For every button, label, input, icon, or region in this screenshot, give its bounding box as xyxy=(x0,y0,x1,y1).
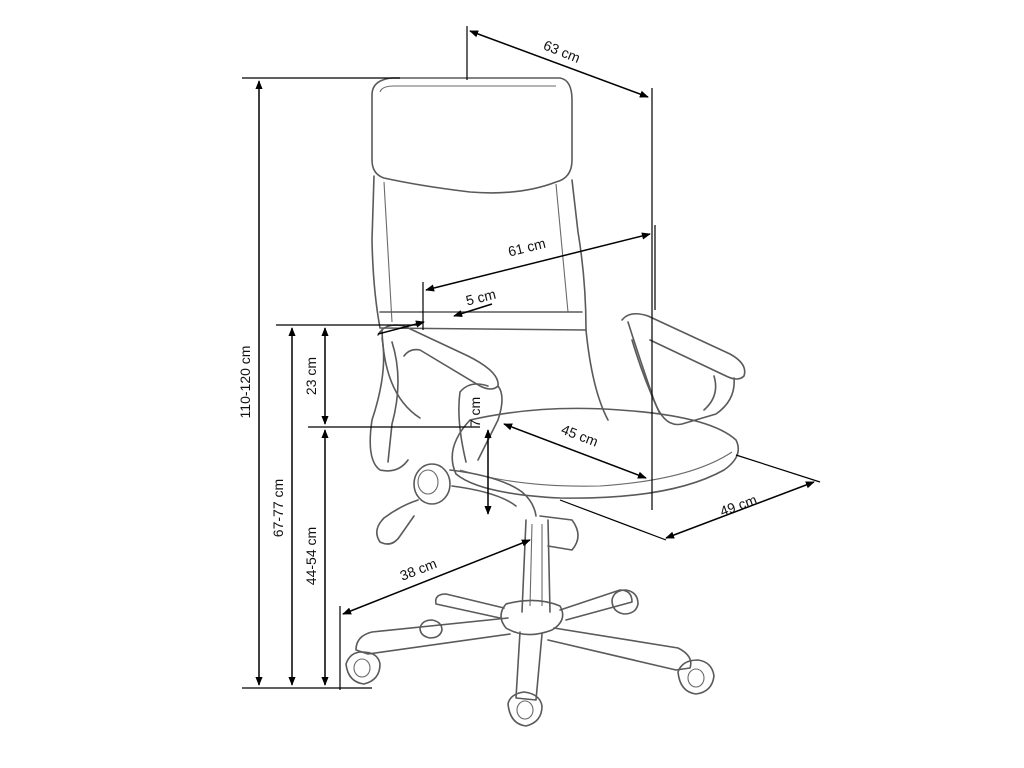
label-seat-depth: 45 cm xyxy=(559,421,600,450)
dim-line-base-radius xyxy=(342,539,531,615)
label-total-height: 110-120 cm xyxy=(237,346,253,419)
label-base-radius: 38 cm xyxy=(398,555,439,584)
dim-line-armrest-width-left xyxy=(377,320,425,335)
dim-line-armrest-span xyxy=(425,232,651,292)
label-total-depth: 63 cm xyxy=(541,37,582,66)
dimension-lines xyxy=(242,26,821,690)
label-seat-height: 44-54 cm xyxy=(303,527,319,585)
dim-line-total-depth xyxy=(469,30,649,98)
chair-illustration xyxy=(345,77,746,727)
gas-lift xyxy=(521,519,551,613)
backrest xyxy=(371,175,587,331)
tilt-knob xyxy=(413,463,451,505)
label-armrest-above-seat: 23 cm xyxy=(303,357,319,395)
casters xyxy=(345,589,715,727)
dimension-labels: 63 cm 61 cm 5 cm 110-120 cm 67-77 cm 23 … xyxy=(237,37,759,585)
dim-line-seat-width xyxy=(665,481,815,539)
height-lever xyxy=(376,499,419,545)
dim-line-armrest-width-right xyxy=(453,303,493,317)
seat-cushion xyxy=(451,407,740,499)
label-armrest-span: 61 cm xyxy=(506,235,547,260)
star-base xyxy=(355,589,692,701)
headrest xyxy=(371,77,573,194)
label-seat-width: 49 cm xyxy=(718,491,759,519)
label-cushion-thickness: 7 cm xyxy=(467,397,483,427)
right-armrest xyxy=(621,312,746,380)
dim-line-seat-depth xyxy=(503,423,647,479)
label-armrest-height: 67-77 cm xyxy=(270,479,286,537)
label-armrest-width: 5 cm xyxy=(464,286,497,309)
